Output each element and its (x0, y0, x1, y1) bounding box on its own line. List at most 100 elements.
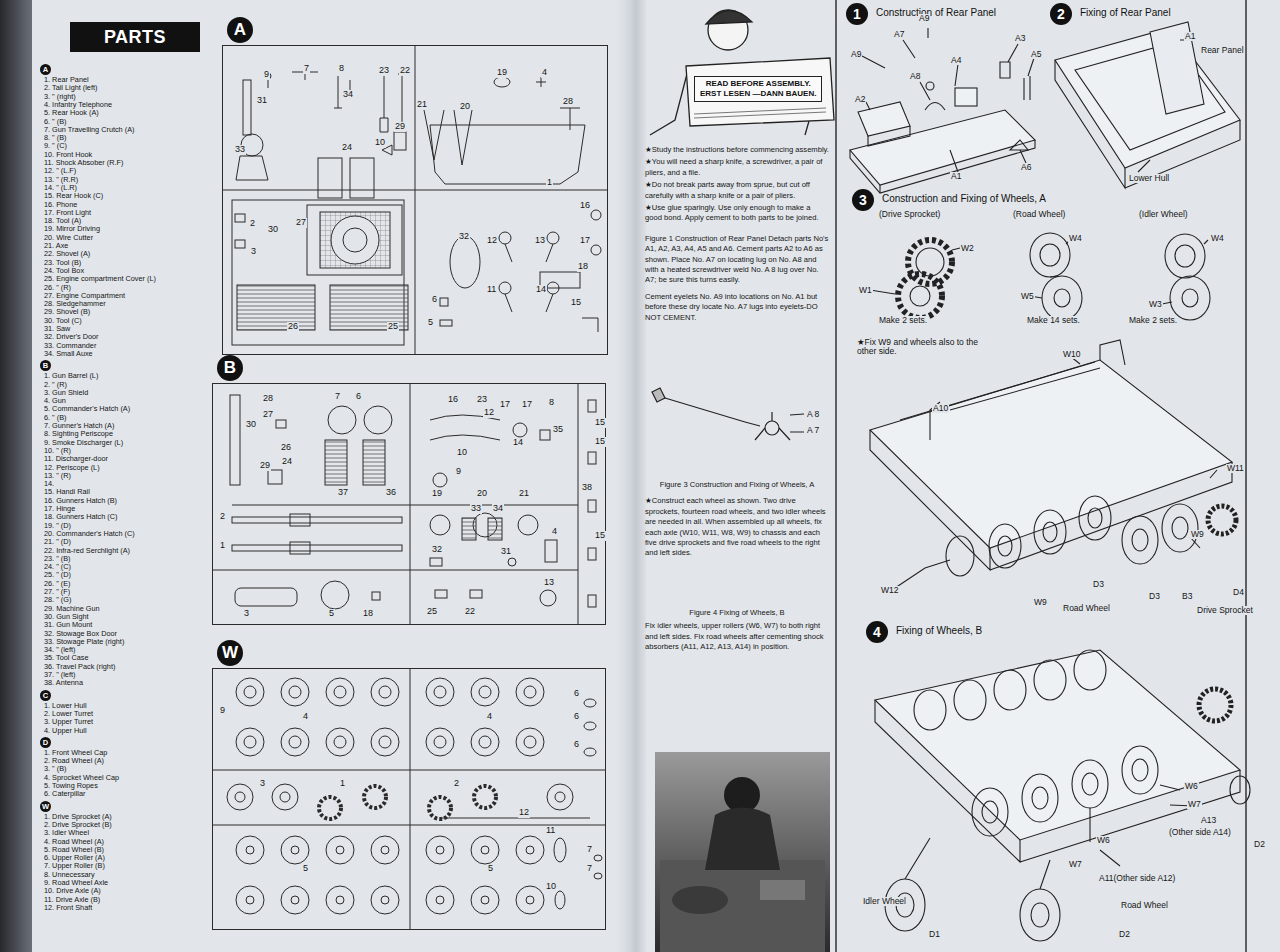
sprue-b-parts (321, 581, 349, 609)
callout-number: 10 (374, 138, 386, 148)
sprue-b-parts (435, 590, 447, 598)
callout-number: 4 (302, 712, 309, 722)
part-list-item: 1. Front Wheel Cap (44, 749, 107, 757)
rear-panel-drawing (955, 88, 977, 106)
part-callout: D3 (1148, 592, 1161, 601)
hull-wheels-drawing (989, 524, 1021, 568)
sprue-b-parts (232, 545, 402, 551)
sprue-w-parts (594, 855, 602, 861)
callout-number: 6 (573, 740, 580, 750)
hull-final-drawing (1020, 889, 1060, 941)
part-callout: W9 (1190, 530, 1205, 539)
sprue-a-parts (591, 245, 601, 255)
part-list-item: 1. Lower Hull (44, 702, 87, 710)
callout-number: 1 (546, 178, 553, 188)
part-list-item: 13. " (R.R) (44, 176, 78, 184)
sprue-a-parts (343, 228, 367, 252)
wheel-parts-drawing (1054, 289, 1070, 307)
part-list-item: 10. " (R) (44, 447, 71, 455)
hull-final-drawing (994, 670, 1026, 710)
sprue-w-parts (371, 836, 399, 864)
part-callout: Drive Sprocket (1196, 606, 1254, 615)
part-list-item: 32. Driver's Door (44, 333, 99, 341)
step-title: Construction and Fixing of Wheels, A (882, 193, 1046, 204)
callout-number: 9 (263, 70, 270, 80)
sprue-w-parts (371, 886, 399, 914)
sprue-w-parts (481, 896, 489, 904)
sprue-w-parts (524, 686, 536, 698)
callout-number: 12 (518, 808, 530, 818)
instruction-text: ★Construct each wheel as shown. Two driv… (645, 496, 829, 558)
sign-board: READ BEFORE ASSEMBLY.ERST LESEN —DANN BA… (694, 76, 822, 102)
lower-hull-drawing (1138, 40, 1186, 172)
sprue-w-parts (334, 686, 346, 698)
part-callout: W5 (1020, 292, 1035, 301)
sprue-w-parts (212, 770, 606, 771)
callout-number: 7 (334, 392, 341, 402)
part-list-item: 18. Tool (A) (44, 217, 81, 225)
weld-detail (652, 388, 804, 440)
hull-wheels-drawing (1132, 529, 1148, 551)
sprue-a-parts (334, 76, 342, 108)
sprue-w-parts (379, 686, 391, 698)
sprue-a-parts (235, 214, 245, 222)
callout-number: 9 (219, 706, 226, 716)
part-callout: W1 (858, 286, 873, 295)
sprue-b-parts (518, 515, 538, 535)
weld-detail (745, 422, 760, 426)
sprue-b-parts (232, 505, 578, 506)
sprue-a-parts (424, 110, 444, 160)
part-callout: A9 (918, 14, 930, 23)
sprue-b-parts (363, 440, 385, 485)
callout-number: 3 (243, 609, 250, 619)
wheel-parts-drawing (1165, 234, 1205, 278)
callout-number: 15 (594, 531, 606, 541)
part-list-item: 30. Tool (C) (44, 317, 82, 325)
sprue-a-parts (505, 294, 512, 312)
part-list-item: 23. Tool (B) (44, 259, 81, 267)
photo (760, 880, 805, 900)
callout-number: 22 (399, 66, 411, 76)
instruction-text: ★Study the instructions before commencin… (645, 145, 829, 155)
part-callout: Rear Panel (1200, 46, 1245, 55)
sprue-w-parts (281, 678, 309, 706)
sprue-b-parts (325, 440, 347, 485)
callout-number: 1 (219, 541, 226, 551)
part-callout: A2 (854, 95, 866, 104)
callout-number: 7 (586, 864, 593, 874)
wheel-parts-drawing (1170, 276, 1210, 320)
rear-panel-drawing (925, 103, 945, 111)
callout-number: 37 (337, 488, 349, 498)
hull-final-drawing (914, 690, 946, 730)
sprue-w-parts (526, 896, 534, 904)
callout-number: 15 (594, 437, 606, 447)
sprue-a-parts (546, 244, 553, 262)
part-list-item: 27. " (F) (44, 588, 70, 596)
part-list-item: 4. Infantry Telephone (44, 101, 112, 109)
callout-number: 26 (280, 443, 292, 453)
part-list-item: 14. " (L.R) (44, 184, 77, 192)
part-callout: D1 (928, 930, 941, 939)
instruction-text: Fix idler wheels, upper rollers (W6, W7)… (645, 621, 829, 652)
sprue-a-parts (331, 216, 379, 264)
sprue-w-parts (516, 836, 544, 864)
part-list-item: 9. Smoke Discharger (L) (44, 439, 123, 447)
callout-number: 6 (573, 712, 580, 722)
part-list-item: 35. Tool Case (44, 654, 89, 662)
sign-text: READ BEFORE ASSEMBLY. (700, 79, 816, 89)
callout-number: 7 (303, 64, 310, 74)
callout-number: 5 (328, 609, 335, 619)
part-list-item: 2. " (R) (44, 381, 67, 389)
sprue-w-parts (584, 722, 596, 730)
part-list-item: 36. Travel Pack (right) (44, 663, 115, 671)
part-list-item: 20. Wire Cutter (44, 234, 93, 242)
part-list-item: 31. Saw (44, 325, 70, 333)
sprue-w-parts (236, 886, 264, 914)
callout-number: 6 (573, 689, 580, 699)
hull-wheels-drawing (1043, 522, 1057, 542)
callout-number: 7 (586, 845, 593, 855)
part-list-item: 10. Drive Axle (A) (44, 887, 101, 895)
hull-final-drawing (1230, 776, 1250, 804)
part-list-item: 3. " (B) (44, 765, 66, 773)
sprue-a-parts (505, 244, 512, 262)
